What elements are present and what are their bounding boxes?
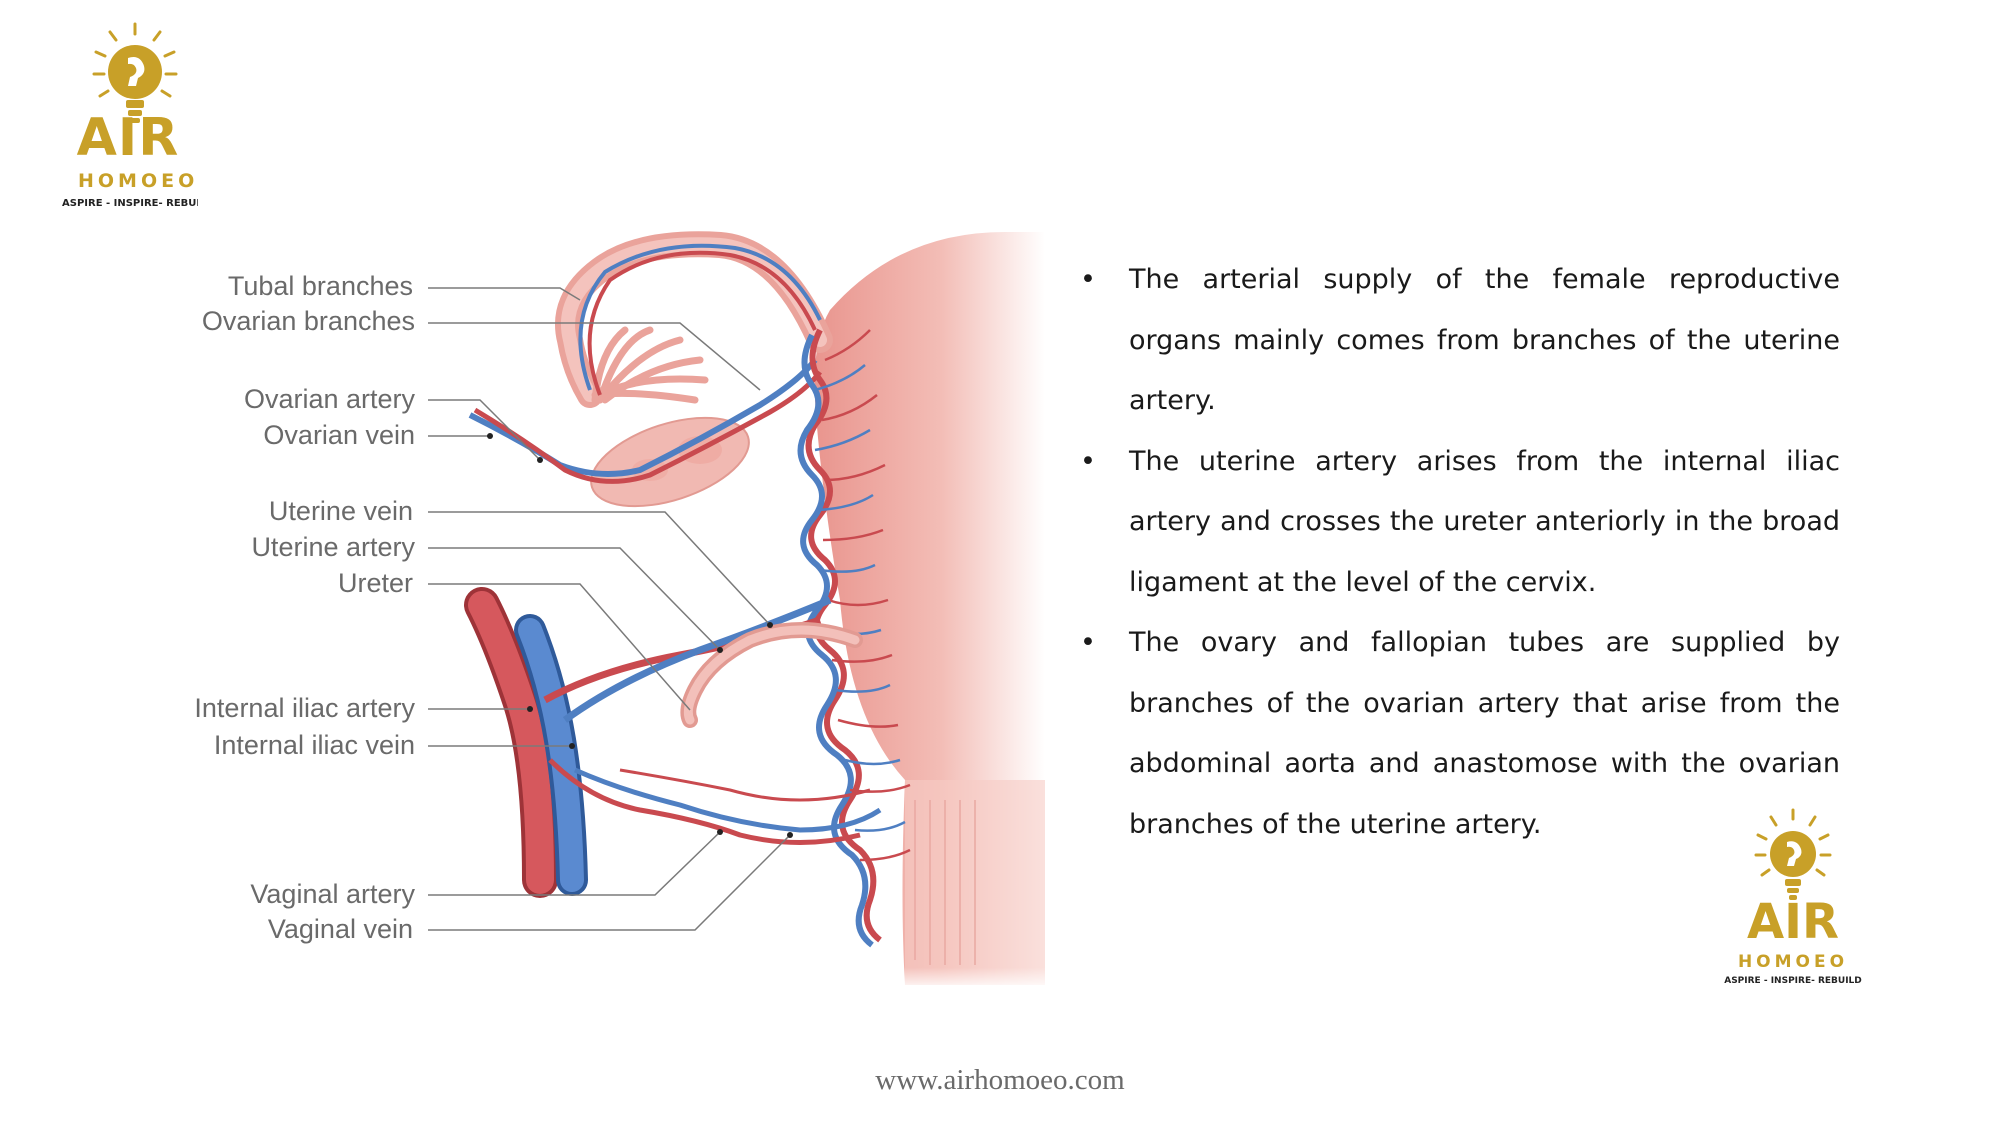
- label-vaginal-artery: Vaginal artery: [250, 879, 415, 909]
- label-internal-iliac-artery: Internal iliac artery: [194, 693, 415, 723]
- logo-word: AIR: [1747, 894, 1839, 950]
- lightbulb-head-icon: [1754, 808, 1832, 900]
- bullet-text: The arterial supply of the female reprod…: [1129, 264, 1840, 416]
- uterine-margin-vein: [797, 333, 874, 948]
- bullet-dot: •: [1080, 264, 1096, 295]
- bullet-text: The ovary and fallopian tubes are suppli…: [1129, 627, 1840, 840]
- logo-brand: HOMOEO: [78, 170, 198, 192]
- bullet-dot: •: [1080, 445, 1096, 477]
- vaginal-artery-vessel: [548, 758, 861, 845]
- fimbriae: [591, 326, 709, 404]
- internal-iliac-vessels: [464, 587, 588, 898]
- label-ovarian-vein: Ovarian vein: [263, 420, 415, 450]
- bullet-item: • The arterial supply of the female repro…: [1080, 250, 1840, 432]
- ovarian-artery-vessel: [473, 370, 822, 484]
- logo-word: AIR: [76, 108, 180, 168]
- uterine-vein-vessel: [562, 596, 832, 723]
- footer-url: www.airhomoeo.com: [875, 1064, 1125, 1096]
- label-ureter: Ureter: [337, 568, 413, 598]
- label-uterine-vein: Uterine vein: [268, 496, 413, 526]
- lightbulb-head-icon: [92, 22, 178, 123]
- fallopian-tube: [555, 231, 833, 408]
- tubal-branch-artery: [587, 250, 817, 396]
- label-ovarian-branches: Ovarian branches: [201, 306, 415, 336]
- logo-tagline: ASPIRE - INSPIRE- REBUILD: [62, 198, 198, 209]
- logo-brand: HOMOEO: [1737, 952, 1849, 972]
- logo-tagline: ASPIRE - INSPIRE- REBUILD: [1724, 976, 1862, 986]
- bullet-item: • The uterine artery arises from the inte…: [1080, 432, 1840, 614]
- label-vaginal-vein: Vaginal vein: [267, 914, 413, 944]
- bullet-text: The uterine artery arises from the inter…: [1129, 445, 1840, 598]
- bullet-dot: •: [1080, 627, 1096, 658]
- bullet-list: • The arterial supply of the female repro…: [1080, 250, 1840, 855]
- logo-top: AIR HOMOEO ASPIRE - INSPIRE- REBUILD: [58, 20, 198, 215]
- logo-bottom: AIR HOMOEO ASPIRE - INSPIRE- REBUILD: [1718, 808, 1868, 988]
- label-internal-iliac-vein: Internal iliac vein: [213, 730, 415, 760]
- label-ovarian-artery: Ovarian artery: [243, 384, 415, 414]
- leader-lines: [428, 287, 791, 931]
- uterus: [814, 231, 1050, 990]
- label-uterine-artery: Uterine artery: [251, 532, 415, 562]
- vaginal-vein-vessel: [573, 767, 882, 833]
- label-tubal-branches: Tubal branches: [227, 271, 413, 301]
- bullet-item: • The ovary and fallopian tubes are suppl…: [1080, 613, 1840, 855]
- tubal-branch-vein: [578, 243, 822, 391]
